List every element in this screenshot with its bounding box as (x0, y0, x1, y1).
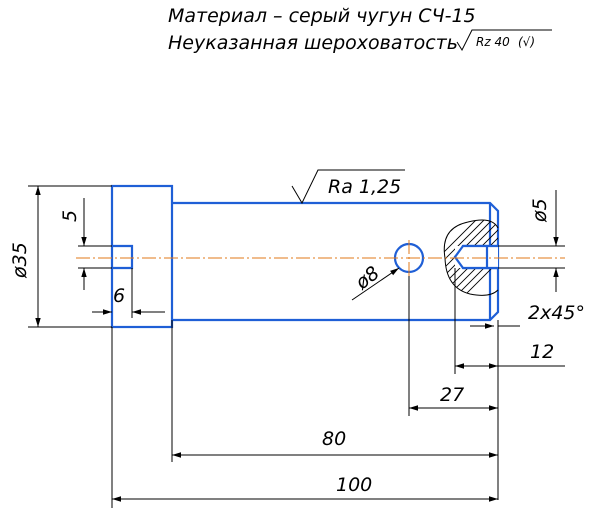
len6-label: 6 (113, 285, 125, 307)
chamfer-label: 2x45° (528, 302, 585, 324)
shaft-body (172, 201, 500, 322)
roughness-label: Ra 1,25 (328, 176, 401, 198)
dimension-len80: 80 (171, 320, 498, 462)
shaft-part (110, 184, 500, 329)
dia5-left-label: 5 (59, 210, 81, 222)
dia8-label: ø8 (351, 262, 384, 295)
default-roughness-note: Неуказанная шероховатость (168, 32, 458, 54)
len80-label: 80 (322, 428, 346, 450)
shaft-head (110, 184, 174, 329)
dimension-dia5-right: ø5 (498, 190, 565, 292)
dia5-right-label: ø5 (529, 198, 551, 223)
left-bore (112, 244, 134, 270)
roughness-symbol-value: Rz 40 (476, 35, 510, 49)
dimension-chamfer: 2x45° (470, 302, 585, 329)
surface-roughness-mark: Ra 1,25 (291, 169, 405, 205)
dimension-dia5-left: 5 (59, 198, 112, 290)
dimension-len27: 27 (408, 276, 498, 416)
local-section (443, 219, 499, 296)
material-note: Материал – серый чугун СЧ-15 (168, 5, 476, 27)
dimension-len100: 100 (111, 327, 498, 508)
len27-label: 27 (440, 384, 464, 406)
dimension-dia8: ø8 (351, 262, 400, 301)
dia35-label: ø35 (9, 242, 31, 279)
len100-label: 100 (336, 474, 372, 496)
roughness-symbol-paren: (√) (518, 35, 535, 49)
len12-label: 12 (530, 341, 554, 363)
roughness-symbol-icon: Rz 40 (√) (456, 29, 552, 52)
dimension-len6: 6 (92, 268, 165, 318)
dimension-dia35: ø35 (9, 185, 112, 328)
dimension-len12: 12 (454, 268, 565, 500)
